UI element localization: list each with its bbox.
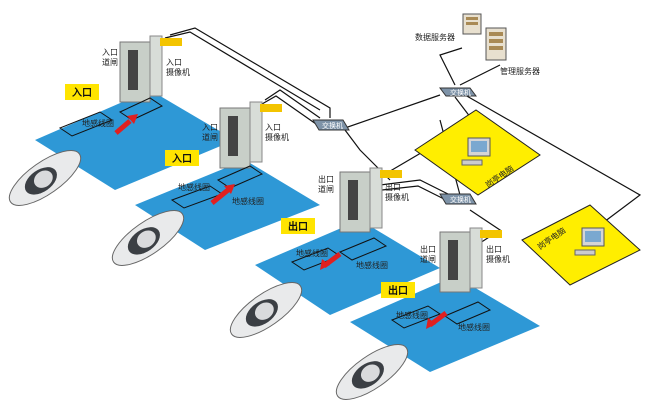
lane-3-loop-label-2: 地感线圈 <box>356 260 388 270</box>
lane-2-camera-label: 入口摄像机 <box>265 123 289 142</box>
data-server-label: 数据服务器 <box>415 32 455 42</box>
car-1 <box>8 150 82 206</box>
switch-low: 交换机 <box>439 193 477 205</box>
data-server: 数据服务器 <box>415 13 482 42</box>
lane-3-gate-label: 出口道闸 <box>318 174 334 194</box>
lane-2-loop-label: 地感线圈 <box>178 182 210 192</box>
switch-top: 交换机 <box>312 119 350 131</box>
lane-1-camera-label: 入口摄像机 <box>166 58 190 77</box>
switch-top-label: 交换机 <box>322 121 343 130</box>
lane-2-gate-label: 入口道闸 <box>202 123 218 142</box>
lane-4-loop-label-2: 地感线圈 <box>458 322 490 332</box>
lane-4-badge <box>381 282 415 298</box>
lane-3-badge-text: 出口 <box>288 220 308 233</box>
lane-1-gate-label: 入口道闸 <box>102 48 118 67</box>
lane-4-gate-label: 出口道闸 <box>420 244 436 264</box>
lane-entrance-2: 入口 入口道闸 入口摄像机 地感线圈 地感线圈 <box>135 101 320 250</box>
lane-4-loop-label: 地感线圈 <box>396 310 428 320</box>
lane-1-badge-text: 入口 <box>72 87 92 99</box>
switch-low-label: 交换机 <box>450 195 471 204</box>
lane-1-loop-label: 地感线圈 <box>82 118 114 128</box>
lane-2-badge-text: 入口 <box>172 153 192 165</box>
lane-1-badge <box>65 84 99 100</box>
lane-entrance-1: 入口 入口道闸 入口摄像机 地感线圈 <box>35 35 235 190</box>
lane-3-loop-label: 地感线圈 <box>296 248 328 258</box>
lane-3-badge <box>281 218 315 234</box>
lane-3-camera-label: 出口摄像机 <box>385 182 409 202</box>
booth-computer-left: 岗亭电脑 <box>414 109 541 196</box>
car-2 <box>111 210 185 266</box>
management-server: 管理服务器 <box>485 27 540 76</box>
lane-4-badge-text: 出口 <box>388 284 408 297</box>
switch-core-label: 交换机 <box>450 88 471 97</box>
lane-2-badge <box>165 150 199 166</box>
car-4 <box>335 344 409 400</box>
lane-4-camera-label: 出口摄像机 <box>486 244 510 264</box>
switch-core: 交换机 <box>439 87 477 97</box>
car-3 <box>229 282 303 338</box>
management-server-label: 管理服务器 <box>500 66 540 76</box>
lane-2-loop-label-2: 地感线圈 <box>232 196 264 206</box>
booth-computer-right: 岗亭电脑 <box>521 204 641 286</box>
